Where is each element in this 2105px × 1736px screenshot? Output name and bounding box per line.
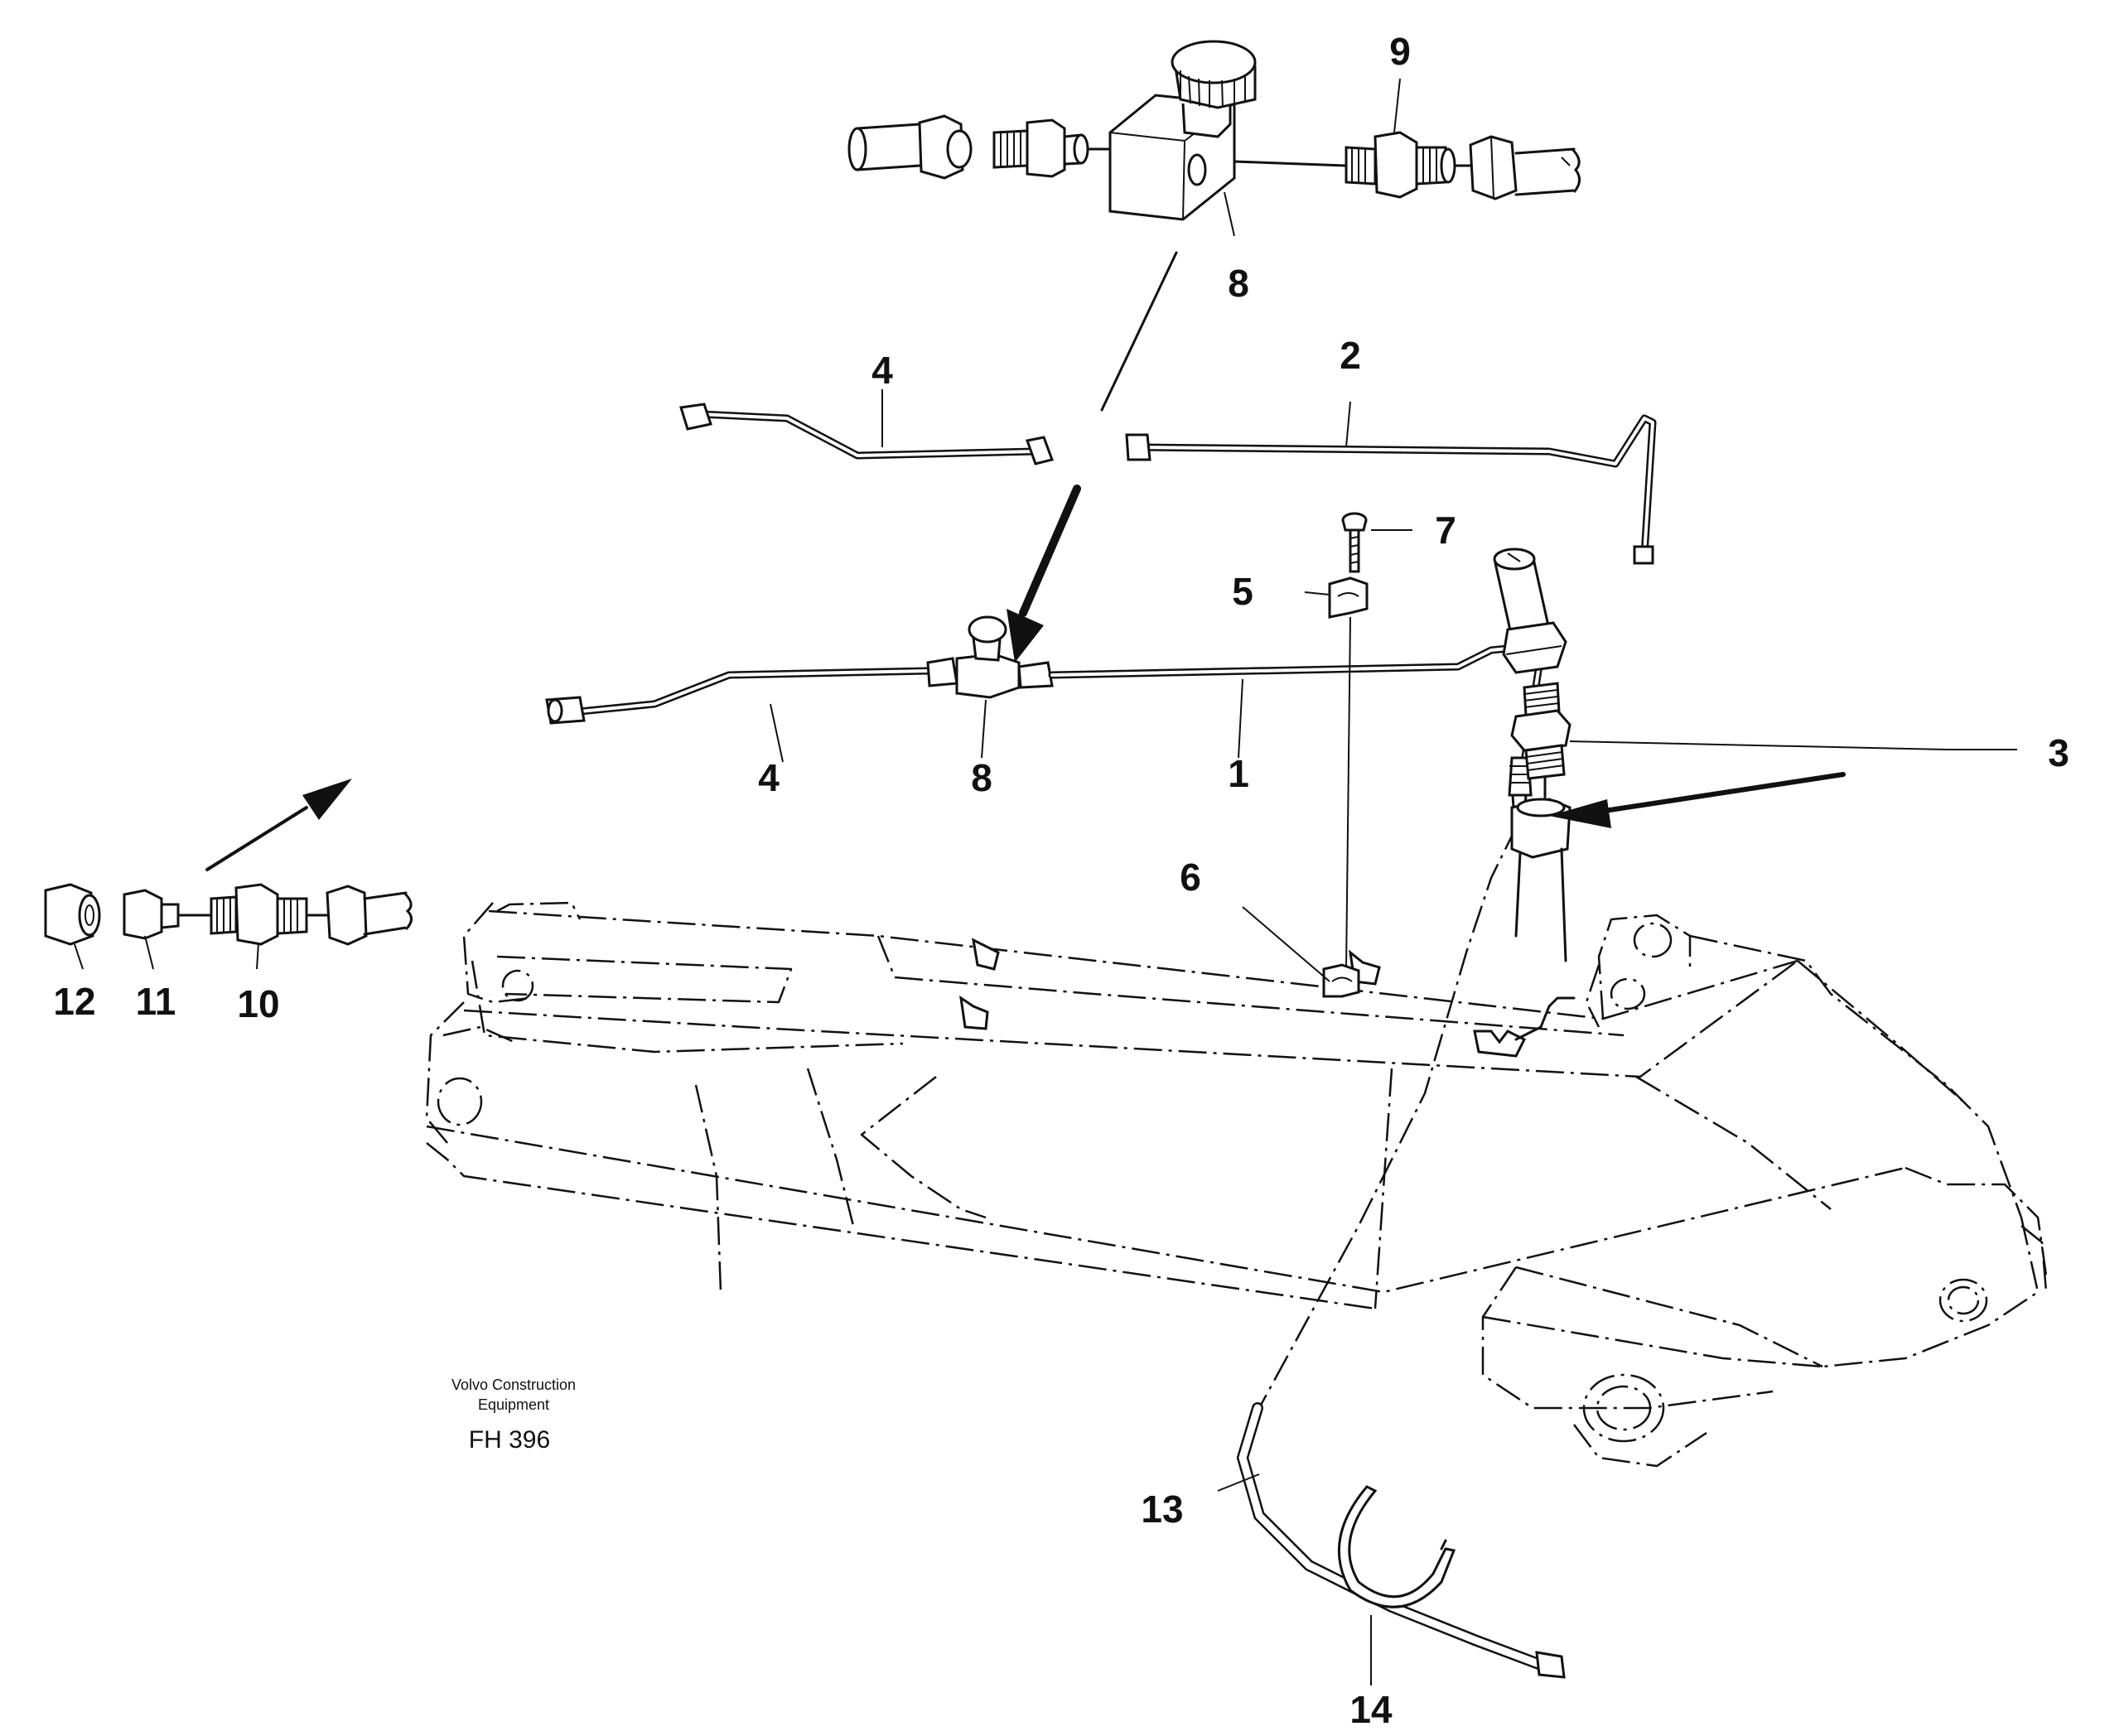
label-4-top: 4 [871,349,893,392]
label-9: 9 [1389,30,1411,73]
label-10: 10 [237,982,279,1025]
pointer-arrow-from-left-detail [205,779,352,871]
caption: Volvo Construction Equipment FH 396 [451,1377,576,1454]
label-4-bottom: 4 [758,756,780,799]
hose-13 [1236,823,1566,1679]
label-12: 12 [53,980,95,1023]
pointer-arrow-from-3 [1549,772,1846,828]
caption-company: Volvo Construction [451,1377,576,1393]
pointer-arrow-to-valve [1007,251,1178,663]
label-8-top: 8 [1228,262,1249,305]
label-7: 7 [1435,509,1456,552]
label-5: 5 [1232,570,1253,613]
detail-fittings-10-11-12 [44,883,413,946]
clip-assembly [1322,512,1369,998]
label-8-bottom: 8 [971,756,992,799]
label-1: 1 [1228,752,1249,795]
detail-restrictor-valve [847,40,1581,221]
detail-adapter-3 [1493,547,1572,962]
pipe-4-loose [679,403,1054,465]
caption-company-line2: Equipment [478,1396,549,1413]
leader-lines [74,78,2017,1685]
label-14: 14 [1349,1688,1393,1731]
assembled-line [545,615,1545,822]
label-2: 2 [1340,334,1361,377]
label-6: 6 [1180,856,1201,899]
boom-outline [425,901,2048,1468]
boom-brackets [959,938,1576,1058]
callout-labels: 9 8 4 2 7 5 4 8 1 3 6 12 11 10 13 14 [53,30,2069,1731]
label-3: 3 [2048,731,2069,774]
pipe-2-loose [1125,414,1657,565]
label-11: 11 [136,980,176,1023]
label-13: 13 [1141,1488,1183,1531]
caption-code: FH 396 [469,1426,550,1454]
